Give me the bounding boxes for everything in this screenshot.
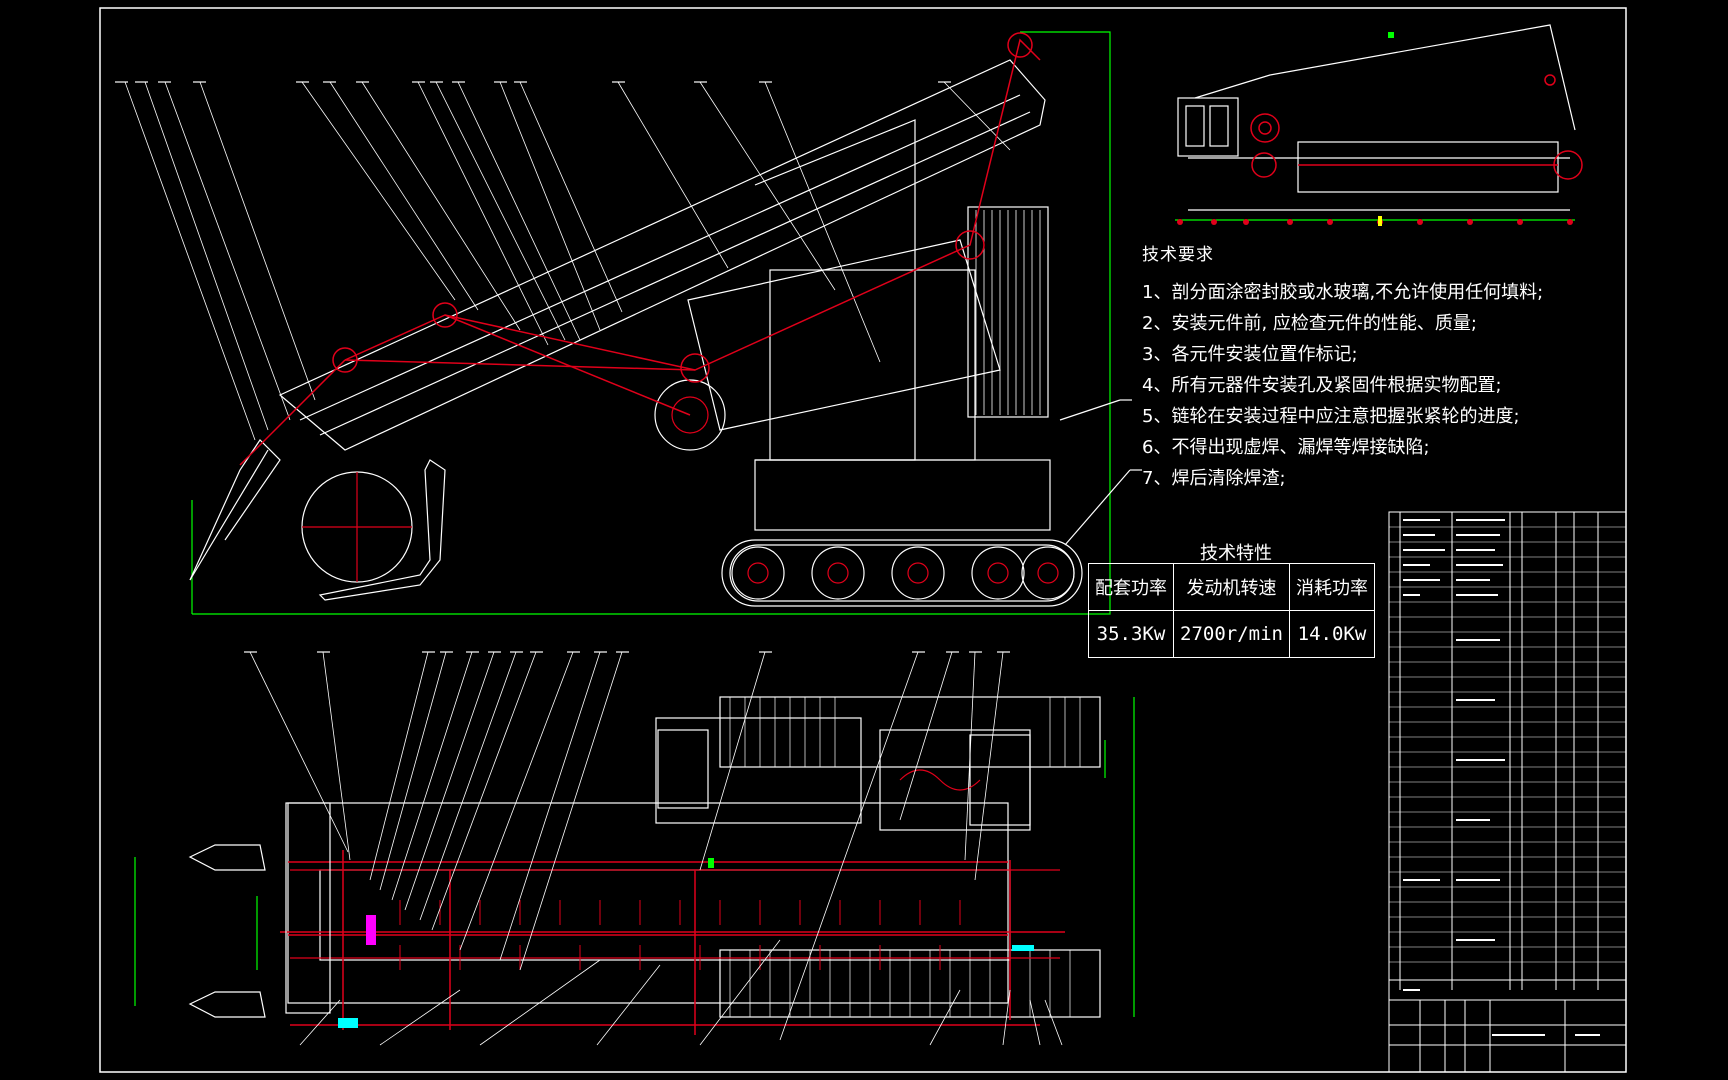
- spec-header: 发动机转速: [1173, 563, 1290, 611]
- technical-specs-title: 技术特性: [1200, 543, 1272, 564]
- requirement-item: 7、焊后清除焊渣;: [1142, 468, 1286, 489]
- spec-header: 消耗功率: [1288, 563, 1375, 611]
- spec-value: 14.0Kw: [1288, 610, 1375, 658]
- side-elevation-view: [115, 31, 1142, 615]
- requirement-item: 1、剖分面涂密封胶或水玻璃,不允许使用任何填料;: [1142, 282, 1544, 303]
- detail-side-view: [1175, 24, 1583, 226]
- spec-value: 35.3Kw: [1088, 610, 1174, 658]
- spec-header: 配套功率: [1088, 563, 1174, 611]
- requirement-item: 6、不得出现虚焊、漏焊等焊接缺陷;: [1142, 437, 1430, 458]
- requirement-item: 5、链轮在安装过程中应注意把握张紧轮的进度;: [1142, 406, 1520, 427]
- technical-requirements: 技术要求 1、剖分面涂密封胶或水玻璃,不允许使用任何填料; 2、安装元件前, 应…: [1142, 240, 1543, 494]
- technical-requirements-title: 技术要求: [1142, 245, 1214, 265]
- requirement-item: 3、各元件安装位置作标记;: [1142, 344, 1358, 365]
- specs-table: 配套功率 发动机转速 消耗功率 35.3Kw 2700r/min 14.0Kw: [1088, 563, 1375, 658]
- requirement-item: 2、安装元件前, 应检查元件的性能、质量;: [1142, 313, 1477, 334]
- title-block-parts-list: [1388, 511, 1627, 1073]
- requirement-item: 4、所有元器件安装孔及紧固件根据实物配置;: [1142, 375, 1502, 396]
- plan-view: [134, 651, 1135, 1046]
- spec-value: 2700r/min: [1173, 610, 1290, 658]
